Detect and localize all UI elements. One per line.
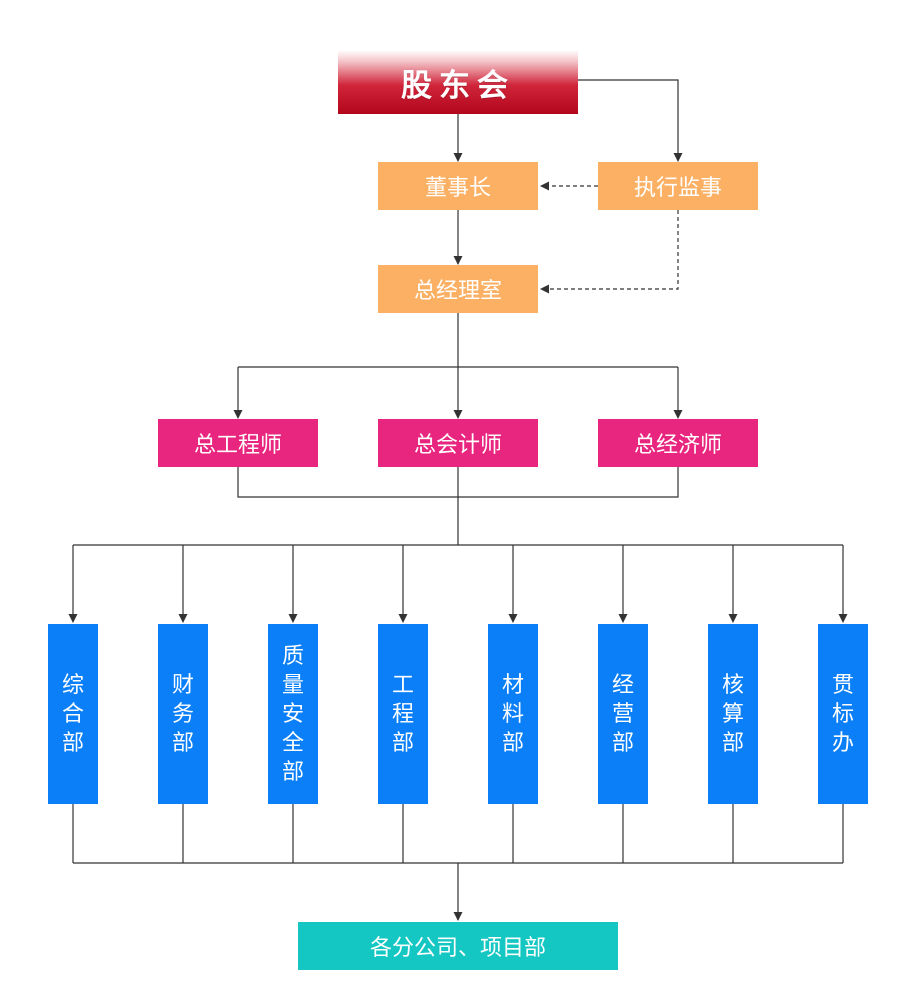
- branches-box: 各分公司、项目部: [298, 922, 618, 970]
- dept-label: 质量安全部: [281, 643, 304, 785]
- dept-label: 核算部: [721, 672, 744, 756]
- dept-box: 核算部: [708, 624, 758, 804]
- supervisor-box: 执行监事: [598, 162, 758, 210]
- dept-label: 工程部: [391, 672, 414, 756]
- dept-label: 财务部: [171, 672, 194, 756]
- dept-box: 质量安全部: [268, 624, 318, 804]
- dept-label: 经营部: [611, 672, 634, 756]
- dept-box: 经营部: [598, 624, 648, 804]
- chief-accountant-box: 总会计师: [378, 419, 538, 467]
- dept-box: 贯标办: [818, 624, 868, 804]
- dept-label: 材料部: [501, 672, 524, 756]
- chief-economist-box: 总经济师: [598, 419, 758, 467]
- dept-box: 材料部: [488, 624, 538, 804]
- dept-box: 工程部: [378, 624, 428, 804]
- gm-office-box: 总经理室: [378, 265, 538, 313]
- shareholders-box: 股东会: [338, 50, 578, 114]
- chairman-box: 董事长: [378, 162, 538, 210]
- dept-box: 综合部: [48, 624, 98, 804]
- line-supervisor-gm: [540, 210, 679, 294]
- dept-label: 综合部: [61, 672, 84, 756]
- dept-box: 财务部: [158, 624, 208, 804]
- line-shareholders-supervisor: [578, 79, 683, 162]
- chief-engineer-box: 总工程师: [158, 419, 318, 467]
- dept-label: 贯标办: [831, 672, 854, 756]
